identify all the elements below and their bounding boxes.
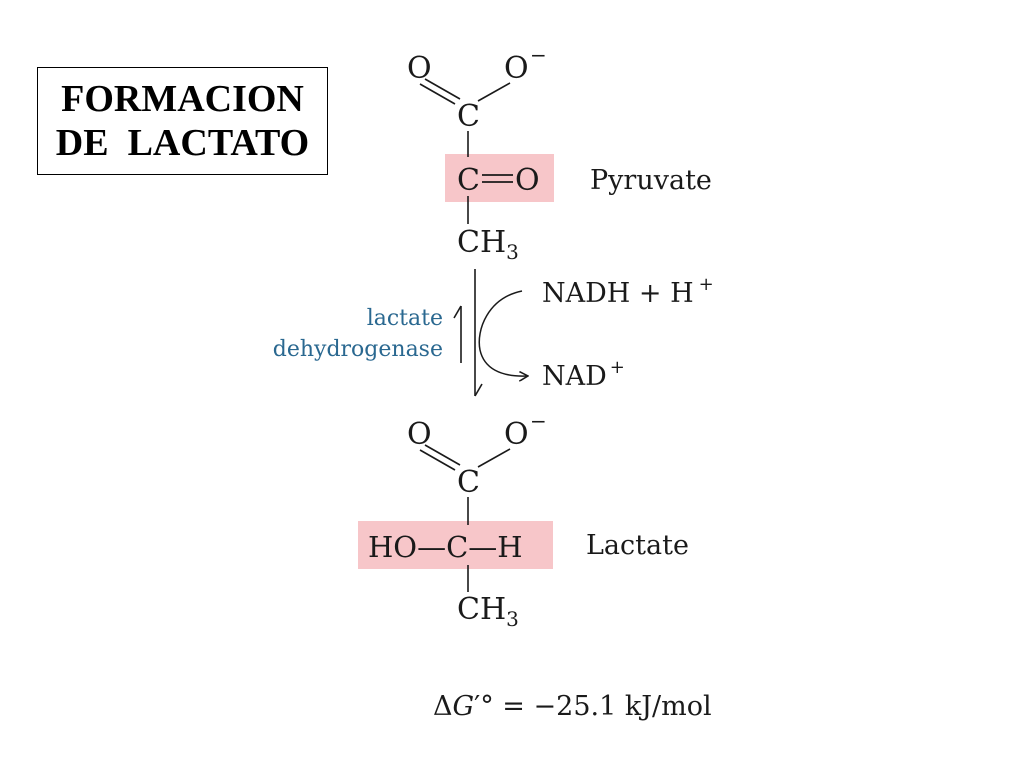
title-box: FORMACION DE LACTATO <box>37 67 328 175</box>
forward-arrow-head <box>474 383 483 397</box>
pyruvate-oxygen-minus: O <box>504 51 529 86</box>
pyruvate-methyl: CH3 <box>457 225 519 264</box>
lactate-charge: − <box>530 409 547 433</box>
free-energy-prime: ′° <box>474 691 494 722</box>
title-line-1: FORMACION <box>61 78 304 120</box>
lactate-carbon-top: C <box>457 465 480 500</box>
pyruvate-charge: − <box>530 43 547 67</box>
lactate-highlight <box>358 521 553 569</box>
free-energy-value: −25.1 kJ/mol <box>534 691 712 722</box>
cofactor-curve-arrow <box>478 290 527 376</box>
cofactor-nadh-sup: + <box>699 274 714 295</box>
pyruvate-name: Pyruvate <box>590 165 712 196</box>
pyruvate-methyl-sub: 3 <box>506 240 519 264</box>
lactate-methyl-ch: CH <box>457 592 506 627</box>
cofactor-nadh-text: NADH + H <box>542 278 694 309</box>
lactate-single-bond-o-minus <box>477 448 511 468</box>
title-line-2: DE LACTATO <box>55 122 310 164</box>
pyruvate-carbon-mid: C <box>457 163 480 198</box>
lactate-double-bond-line-2 <box>424 444 461 466</box>
pyruvate-ketone-oxygen: O <box>515 163 540 198</box>
reverse-arrow-head <box>453 305 462 319</box>
cofactor-nad-text: NAD <box>542 361 607 392</box>
lactate-double-bond-line-1 <box>419 449 456 471</box>
free-energy-g: G <box>453 691 475 722</box>
free-energy-equation: ΔG′° = −25.1 kJ/mol <box>433 691 712 722</box>
pyruvate-single-bond-o-minus <box>477 82 511 102</box>
lactate-middle-group: HO—C—H <box>368 530 523 564</box>
free-energy-delta: Δ <box>433 691 453 722</box>
pyruvate-double-bond-line-2 <box>424 78 461 100</box>
free-energy-equals: = <box>494 691 534 722</box>
lactate-oxygen-minus: O <box>504 417 529 452</box>
lactate-methyl-sub: 3 <box>506 607 519 631</box>
pyruvate-methyl-ch: CH <box>457 225 506 260</box>
cofactor-nadh: NADH + H+ <box>542 274 714 309</box>
pyruvate-double-bond-line-1 <box>419 83 456 105</box>
lactate-name: Lactate <box>586 530 689 561</box>
enzyme-label-line-2: dehydrogenase <box>273 337 443 362</box>
cofactor-nad-sup: + <box>610 357 625 378</box>
pyruvate-carbon-top: C <box>457 99 480 134</box>
pyruvate-highlight <box>445 154 554 202</box>
cofactor-nad: NAD+ <box>542 357 625 392</box>
lactate-methyl: CH3 <box>457 592 519 631</box>
enzyme-label-line-1: lactate <box>367 306 443 331</box>
